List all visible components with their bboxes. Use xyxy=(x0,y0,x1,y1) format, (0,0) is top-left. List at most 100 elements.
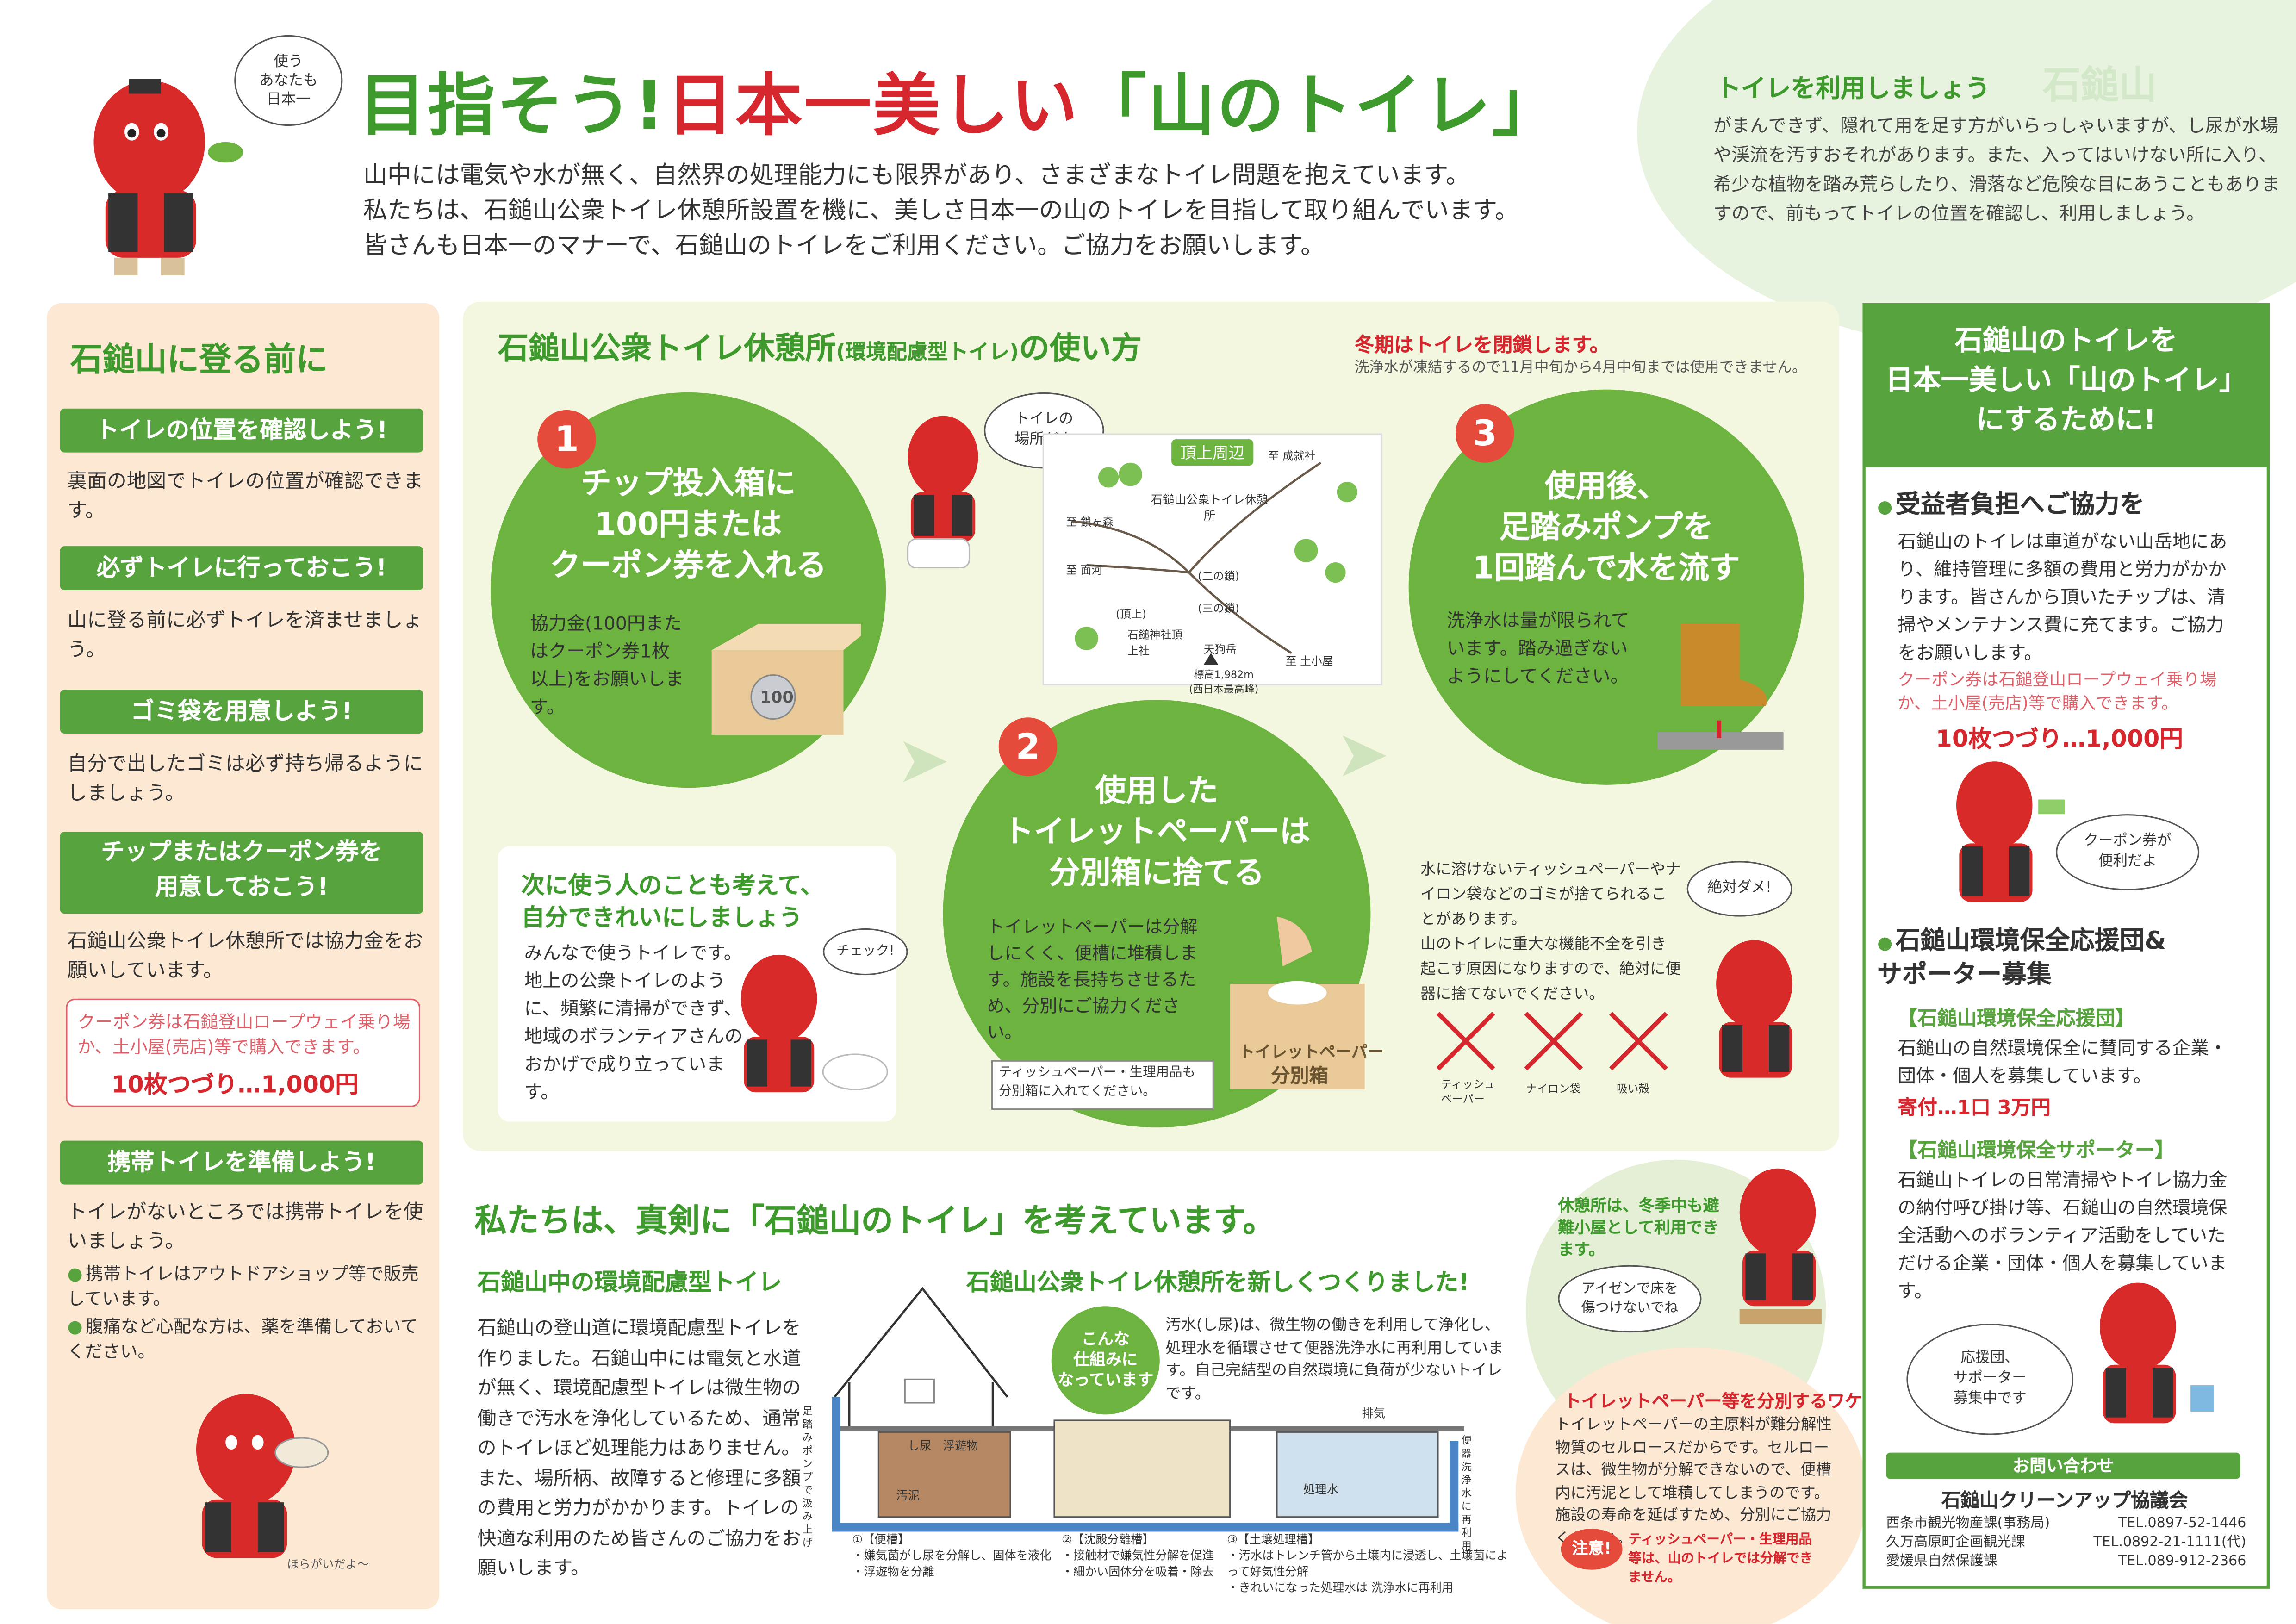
section-support-title: 石鎚山環境保全応援団& サポーター募集 xyxy=(1877,926,2166,991)
separation-box-label2: 分別箱 xyxy=(1271,1066,1328,1088)
section-text-portable-toilet: トイレがないところでは携帯トイレを使いましょう。 xyxy=(67,1201,423,1254)
mascot-toilet-icon xyxy=(907,416,978,568)
mascot-support-icon xyxy=(2100,1282,2214,1424)
step1-heading: チップ投入箱に 100円または クーポン券を入れる xyxy=(550,466,827,583)
map-label-omogo: 至 面河 xyxy=(1066,564,1103,577)
section-bar-toilet-location: トイレの位置を確認しよう! xyxy=(60,408,423,453)
tip-box-icon xyxy=(711,623,861,735)
map-title: 頂上周辺 xyxy=(1171,439,1254,466)
toilet-system-diagram xyxy=(832,1287,1464,1532)
title-part-2: 日本一美しい xyxy=(666,66,1079,145)
how-it-works-circle: こんな 仕組みに なっています xyxy=(1051,1306,1160,1415)
contact-tel: TEL.089-912-2366 xyxy=(2118,1553,2246,1570)
summit-map-graphic xyxy=(1071,461,1357,665)
winter-shelter-text: 休憩所は、冬季中も避難小屋として利用できます。 xyxy=(1558,1196,1719,1259)
step2-text: トイレットペーパーは分解しにくく、便槽に堆積します。施設を長持ちさせるため、分別… xyxy=(987,916,1198,1043)
mascot-tengu-top-icon xyxy=(93,79,243,275)
bullet-outdoor-shop: 携帯トイレはアウトドアショップ等で販売しています。 xyxy=(68,1262,425,1312)
use-toilet-heading: トイレを利用しましょう xyxy=(1716,75,1990,104)
contact-row: 久万高原町企画観光課 TEL.0892-21-1111(代) xyxy=(1886,1533,2246,1552)
support-group-subtitle: 【石鎚山環境保全応援団】 xyxy=(1898,1007,2135,1031)
separation-box-icon xyxy=(1230,916,1365,1089)
step3-text: 洗浄水は量が限られています。踏み過ぎないようにしてください。 xyxy=(1446,609,1630,687)
contact-name: 愛媛県自然保護課 xyxy=(1886,1553,1997,1570)
diagram-label-exhaust: 排気 xyxy=(1362,1407,1386,1420)
before-climb-title: 石鎚山に登る前に xyxy=(70,342,328,380)
coupon-note-box xyxy=(66,998,421,1107)
caution-badge: 注意! xyxy=(1561,1529,1623,1570)
diagram-label-urine: し尿 xyxy=(908,1439,932,1453)
step3-heading: 使用後、 足踏みポンプを 1回踏んで水を流す xyxy=(1472,468,1740,586)
step1-text: 協力金(100円またはクーポン券1枚以上)をお願いします。 xyxy=(530,612,684,718)
arrow-step2-to-3-icon: ➤ xyxy=(1335,717,1390,792)
how-it-works-text: 汚水(し尿)は、微生物の働きを利用して浄化し、処理水を循環させて便器洗浄水に再利… xyxy=(1165,1316,1504,1402)
support-group-text: 石鎚山の自然環境保全に賛同する企業・団体・個人を募集しています。 xyxy=(1898,1037,2228,1087)
section-bar-tip-coupon: チップまたはクーポン券を 用意しておこう! xyxy=(60,832,423,914)
coupon-price: 10枚つづり…1,000円 xyxy=(111,1070,359,1098)
section-bar-portable-toilet: 携帯トイレを準備しよう! xyxy=(60,1140,423,1185)
new-restroom-subtitle: 石鎚山公衆トイレ休憩所を新しくつくりました! xyxy=(966,1268,1469,1296)
serious-title: 私たちは、真剣に「石鎚山のトイレ」を考えています。 xyxy=(474,1203,1275,1240)
support-bubble: 応援団、 サポーター 募集中です xyxy=(1906,1324,2074,1435)
title-part-1: 目指そう! xyxy=(359,66,666,145)
crampon-bubble: アイゼンで床を 傷つけないでね xyxy=(1558,1265,1702,1333)
coupon-note-text: クーポン券は石鎚登山ロープウェイ乗り場か、土小屋(売店)等で購入できます。 xyxy=(77,1012,411,1058)
map-label-elevation: 標高1,982m (西日本最高峰) xyxy=(1189,669,1259,696)
before-climb-panel xyxy=(47,303,440,1610)
think-text: みんなで使うトイレです。地上の公衆トイレのように、頻繁に清掃ができず、地域のボラ… xyxy=(524,941,743,1103)
eco-toilet-subtitle: 石鎚山中の環境配慮型トイレ xyxy=(477,1268,782,1296)
map-label-tengudake: 天狗岳 xyxy=(1203,642,1237,656)
section-bar-go-toilet: 必ずトイレに行っておこう! xyxy=(60,546,423,591)
how-to-use-title: 石鎚山公衆トイレ休憩所(環境配慮型トイレ)の使い方 xyxy=(498,325,1142,369)
coupon-price-right: 10枚つづり…1,000円 xyxy=(1935,725,2184,753)
intro-line: 私たちは、石鎚山公衆トイレ休憩所設置を機に、美しさ日本一の山のトイレを目指して取… xyxy=(363,196,1519,224)
map-label-tsuchigoya: 至 土小屋 xyxy=(1285,654,1333,668)
prohibited-items-icons xyxy=(1436,1012,1668,1071)
diagram-label-pump: 足踏みポンプで汲み上げ xyxy=(802,1406,813,1549)
contact-name: 西条市観光物産課(事務局) xyxy=(1886,1515,2050,1532)
intro-line: 山中には電気や水が無く、自然界の処理能力にも限界があり、さまざまなトイレ問題を抱… xyxy=(363,161,1470,189)
map-label-restroom: 石鎚山公衆トイレ休憩所 xyxy=(1151,493,1268,523)
caption-septic-tank: ①【便槽】 ・嫌気菌がし尿を分解し、固体を液化 ・浮遊物を分離 xyxy=(852,1533,1052,1579)
map-label-kusarigamori: 至 鎖ヶ森 xyxy=(1066,515,1114,529)
section-text-tip-coupon: 石鎚山公衆トイレ休憩所では協力金をお願いしています。 xyxy=(67,930,423,983)
speech-bubble-top: 使う あなたも 日本一 xyxy=(234,35,343,126)
background-watermark: 石鎚山 xyxy=(2042,64,2157,109)
arrow-step1-to-2-icon: ➤ xyxy=(896,723,950,798)
prohibited-cigarette-label: 吸い殻 xyxy=(1616,1082,1650,1095)
contact-tel: TEL.0897-52-1446 xyxy=(2118,1515,2246,1532)
section-text-go-toilet: 山に登る前に必ずトイレを済ませましょう。 xyxy=(67,609,423,662)
diagram-label-floating: 浮遊物 xyxy=(943,1439,978,1453)
section-user-fee-text: 石鎚山のトイレは車道がない山岳地にあり、維持管理に多額の費用と労力がかかります。… xyxy=(1898,530,2228,664)
diagram-label-sludge: 汚泥 xyxy=(896,1489,920,1503)
mascot-crampon-icon xyxy=(1739,1168,1822,1324)
beautiful-toilet-header-bg xyxy=(1862,303,2270,467)
never-bubble: 絶対ダメ! xyxy=(1686,861,1792,917)
coin-label: 100 xyxy=(760,688,794,708)
coupon-bubble: クーポン券が 便利だよ xyxy=(2056,814,2200,890)
separation-reason-title: トイレットペーパー等を分別するワケ xyxy=(1564,1391,1863,1412)
mascot-caption: ほらがいだよ〜 xyxy=(287,1558,369,1571)
use-toilet-text: がまんできず、隠れて用を足す方がいらっしゃいますが、し尿が水場や渓流を汚すおそれ… xyxy=(1713,114,2280,224)
prohibited-tissue-label: ティッシュペーパー xyxy=(1441,1077,1495,1106)
diagram-label-reuse: 便器洗浄水に再利用 xyxy=(1461,1435,1472,1552)
map-label-ninokusari: (二の鎖) xyxy=(1198,569,1239,583)
eco-toilet-text: 石鎚山の登山道に環境配慮型トイレを作りました。石鎚山中には電気と水道が無く、環境… xyxy=(477,1318,801,1580)
caution-text: ティッシュペーパー・生理用品等は、山のトイレでは分解できません。 xyxy=(1628,1533,1813,1586)
section-text-garbage-bag: 自分で出したゴミは必ず持ち帰るようにしましょう。 xyxy=(67,753,423,806)
coupon-note-right: クーポン券は石鎚登山ロープウェイ乗り場か、土小屋(売店)等で購入できます。 xyxy=(1898,669,2217,713)
main-title: 目指そう!日本一美しい「山のトイレ」 xyxy=(359,53,1561,149)
section-text-toilet-location: 裏面の地図でトイレの位置が確認できます。 xyxy=(67,470,423,523)
caption-sedimentation-tank: ②【沈殿分離槽】 ・接触材で嫌気性分解を促進 ・細かい固体分を吸着・除去 xyxy=(1061,1533,1214,1579)
warning-text: 水に溶けないティッシュペーパーやナイロン袋などのゴミが捨てられることがあります。… xyxy=(1420,861,1681,1003)
check-bubble: チェック! xyxy=(823,928,908,976)
mascot-warning-icon xyxy=(1716,940,1792,1078)
winter-closure-note: 洗浄水が凍結するので11月中旬から4月中旬までは使用できません。 xyxy=(1354,360,1807,377)
caption-soil-tank: ③【土壌処理槽】 ・汚水はトレンチ管から土壌内に浸透し、土壌菌によって好気性分解… xyxy=(1227,1533,1508,1595)
title-part-3: 「山のトイレ」 xyxy=(1079,66,1561,145)
summit-map xyxy=(1042,433,1382,685)
beautiful-toilet-header: 石鎚山のトイレを 日本一美しい「山のトイレ」 にするために! xyxy=(1885,325,2247,436)
contact-row: 西条市観光物産課(事務局) TEL.0897-52-1446 xyxy=(1886,1514,2246,1533)
mascot-coupon-icon xyxy=(1956,761,2065,902)
